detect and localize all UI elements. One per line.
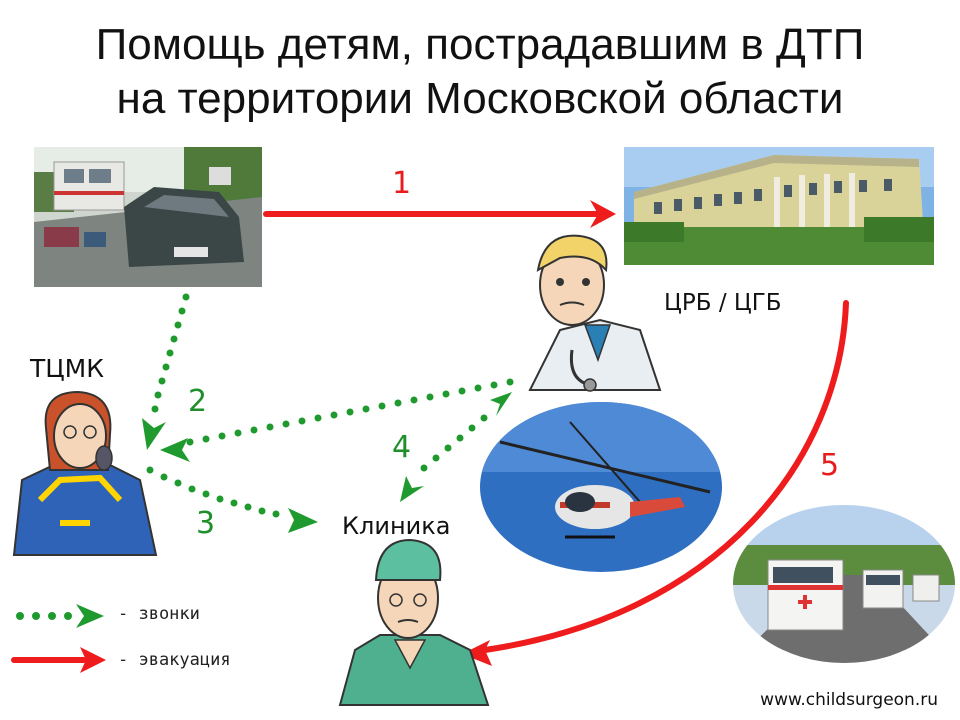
- clinic-label: Клиника: [342, 512, 451, 540]
- title-line-1: Помощь детям, пострадавшим в ДТП: [95, 20, 865, 69]
- legend-calls-symbol: [16, 604, 104, 628]
- step-4-number: 4: [392, 430, 412, 465]
- call-arrow-2: [142, 293, 190, 450]
- dispatch-label: ТЦМК: [30, 354, 104, 383]
- evacuation-arrow-5: [462, 300, 849, 666]
- legend-calls-label: - звонки: [118, 604, 200, 624]
- helicopter-photo: [480, 402, 722, 572]
- step-2-number: 2: [188, 384, 208, 419]
- evacuation-arrow-1: [263, 200, 616, 228]
- call-arrow-4: [400, 392, 512, 502]
- legend-evacuation-symbol: [11, 647, 106, 673]
- hospital-building-photo: [624, 147, 934, 265]
- step-3-number: 3: [196, 506, 216, 541]
- call-arrow-doctor-to-dispatch: [160, 378, 514, 462]
- title-line-2: на территории Московской области: [116, 74, 844, 123]
- step-1-number: 1: [392, 166, 412, 201]
- call-arrow-3: [146, 466, 318, 533]
- surgeon-figure: [338, 538, 490, 706]
- doctor-figure: [528, 234, 662, 392]
- crash-scene-photo: [34, 147, 262, 287]
- step-5-number: 5: [820, 448, 840, 483]
- slide-title: Помощь детям, пострадавшим в ДТП на терр…: [0, 18, 960, 126]
- hospital-label: ЦРБ / ЦГБ: [664, 290, 782, 316]
- legend-evacuation-label: - эвакуация: [118, 650, 231, 670]
- dispatcher-figure: [12, 390, 158, 556]
- website-footer: www.childsurgeon.ru: [760, 690, 938, 710]
- ambulances-photo: [733, 505, 955, 663]
